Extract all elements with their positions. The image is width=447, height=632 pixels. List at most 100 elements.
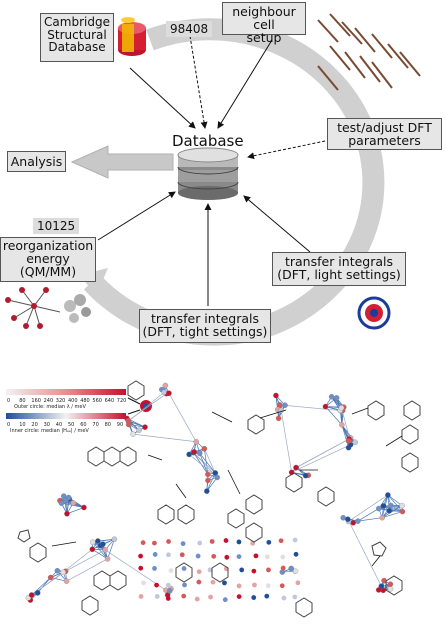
graph-edge <box>62 549 93 573</box>
transfer-light-box: transfer integrals (DFT, light settings) <box>272 252 406 286</box>
graph-node <box>89 546 96 553</box>
graph-node <box>136 427 142 433</box>
graph-node <box>328 394 335 400</box>
graph-node <box>236 539 242 545</box>
graph-node <box>339 422 345 428</box>
csd-box: Cambridge Structural Database <box>40 13 114 62</box>
legend-tick-label: 240 <box>44 398 54 404</box>
graph-node <box>387 581 394 587</box>
legend-tick-label: 720 <box>117 398 127 404</box>
graph-node <box>293 464 299 471</box>
graph-node <box>65 494 72 501</box>
analysis-box: Analysis <box>7 151 66 172</box>
reorg-line: energy <box>26 251 70 267</box>
reorg-box: reorganization energy (QM/MM) <box>0 237 96 282</box>
legend-tick-label: 20 <box>31 422 37 428</box>
graph-node <box>266 567 271 573</box>
neighbour-line: neighbour cell <box>232 4 296 33</box>
graph-node <box>345 516 351 523</box>
transfer-light-line: (DFT, light settings) <box>277 267 401 283</box>
graph-node <box>279 583 285 589</box>
graph-node <box>100 541 106 547</box>
graph-node <box>152 566 157 571</box>
legend-tick-label: 40 <box>56 422 62 428</box>
arrow-csd-db <box>129 67 196 129</box>
pointer-lines <box>51 407 403 567</box>
graph-node <box>236 583 242 589</box>
arrow-count-db <box>189 35 208 129</box>
graph-node <box>181 566 187 571</box>
graph-node <box>322 403 329 410</box>
csd-line: Structural <box>47 27 107 42</box>
graph-node <box>345 438 352 444</box>
graph-node <box>288 565 295 572</box>
graph-nodes <box>25 382 406 603</box>
outer-circle-label: Outer circle: median λ / meV <box>14 404 86 410</box>
graph-node <box>355 518 361 524</box>
graph-node <box>385 492 391 498</box>
neighbour-line: setup <box>246 30 282 46</box>
legend-tick-label: 80 <box>105 422 111 428</box>
transfer-light-line: transfer integrals <box>284 254 394 269</box>
count-reorg: 10125 <box>33 218 80 234</box>
graph-edge <box>107 539 115 559</box>
graph-edge <box>347 519 382 587</box>
graph-node <box>375 505 382 512</box>
reorg-line: (QM/MM) <box>19 264 77 280</box>
graph-node <box>64 510 70 517</box>
graph-node <box>378 583 385 589</box>
graph-edge <box>199 453 209 475</box>
graph-node <box>191 449 197 455</box>
graph-node <box>63 578 70 584</box>
graph-node <box>180 541 186 547</box>
csd-line: Database <box>48 40 106 55</box>
molecule-sketches <box>17 380 421 618</box>
graph-edge <box>387 494 403 506</box>
legend-tick-label: 560 <box>92 398 102 404</box>
graph-node <box>142 424 148 430</box>
graph-node <box>380 503 387 509</box>
graph-node <box>166 390 172 396</box>
graph-node <box>125 417 132 424</box>
graph-node <box>302 472 309 479</box>
graph-node <box>34 590 41 596</box>
graph-node <box>386 507 393 514</box>
graph-node <box>165 582 171 588</box>
graph-edge <box>128 424 146 428</box>
graph-node <box>214 474 221 481</box>
graph-node <box>352 439 358 445</box>
legend-tick-label: 0 <box>7 398 10 404</box>
graph-node <box>165 596 171 601</box>
graph-node <box>292 537 298 543</box>
graph-node <box>295 580 301 586</box>
graph-node <box>338 405 345 411</box>
graph-edge <box>92 548 108 560</box>
inner-circle-label: Inner circle: median |Hₐₑ| / meV <box>10 428 89 434</box>
arrow-dft-db <box>247 139 331 160</box>
graph-node <box>282 402 288 408</box>
graph-node <box>70 500 77 506</box>
graph-node <box>168 568 174 574</box>
graph-node <box>211 553 217 559</box>
analysis-arrow <box>70 145 174 179</box>
graph-edge <box>37 577 51 594</box>
graph-node <box>196 579 202 585</box>
inner-colorbar <box>6 413 126 419</box>
graph-node <box>193 439 199 445</box>
graph-node <box>387 586 394 592</box>
count-csd: 98408 <box>166 21 213 37</box>
graph-node <box>281 595 287 601</box>
graph-node <box>152 552 158 557</box>
graph-node <box>195 553 201 559</box>
graph-edge <box>206 477 218 492</box>
legend-tick-label: 640 <box>105 398 115 404</box>
graph-node <box>138 594 144 599</box>
graph-node <box>179 552 185 558</box>
graph-node <box>350 520 356 526</box>
graph-edge <box>387 494 403 512</box>
graph-node <box>251 595 257 600</box>
graph-edge <box>66 507 85 515</box>
graph-node <box>375 587 382 593</box>
graph-node <box>196 450 203 457</box>
outer-colorbar <box>6 389 126 395</box>
